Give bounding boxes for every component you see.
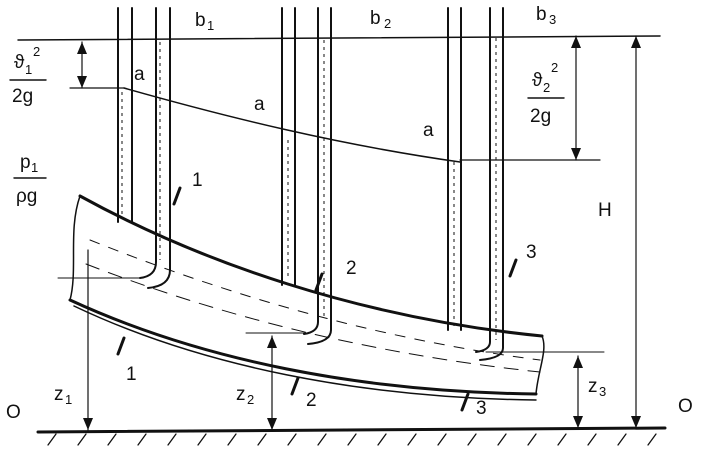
datum-line: [36, 426, 667, 446]
liquid-columns: [121, 38, 497, 340]
label-b2: b: [370, 8, 381, 29]
label-section-1-bottom: 1: [126, 364, 137, 385]
pitot-tubes: [139, 7, 504, 361]
label-section-3-top: 3: [526, 242, 537, 263]
label-a1: a: [134, 64, 145, 85]
dimension-z2: [245, 332, 307, 431]
formula-p1-num-sub: 1: [31, 160, 38, 175]
label-z1: z: [54, 384, 64, 405]
energy-line: [17, 35, 661, 41]
formula-v1-num-sub: 1: [25, 62, 32, 77]
formula-v2-num-sup: 2: [551, 60, 558, 75]
label-a2: a: [254, 94, 265, 115]
dimension-z1: [57, 249, 141, 431]
formula-p1-num: p: [20, 152, 31, 173]
label-section-1-top: 1: [192, 170, 203, 191]
label-z2: z: [236, 384, 246, 405]
label-datum-right: O: [678, 396, 693, 417]
label-section-3-bottom: 3: [476, 398, 487, 419]
formula-p1-rhog: p 1 ρg: [13, 152, 47, 207]
label-b3: b: [536, 4, 547, 25]
formula-v2-num-sub: 2: [543, 80, 550, 95]
dimension-v2: [571, 35, 581, 161]
label-z1-sub: 1: [65, 392, 72, 407]
label-z3-sub: 3: [599, 384, 606, 399]
label-b1-sub: 1: [207, 18, 214, 33]
formula-v2-den: 2g: [530, 106, 551, 127]
label-b2-sub: 2: [384, 16, 391, 31]
label-datum-left: O: [6, 402, 21, 423]
label-z3: z: [588, 376, 598, 397]
formula-v2-num: ϑ: [532, 70, 543, 91]
pipe: [68, 194, 545, 401]
piezometric-line: [123, 87, 461, 163]
piezometer-tubes: [117, 7, 462, 331]
dimension-v1: [69, 41, 125, 89]
label-b3-sub: 3: [549, 12, 556, 27]
dimension-z3: [485, 351, 605, 429]
label-section-2-top: 2: [346, 258, 357, 279]
section-marks: [116, 186, 518, 412]
label-H: H: [598, 200, 612, 221]
label-z2-sub: 2: [247, 392, 254, 407]
formula-v1-num-sup: 2: [33, 44, 40, 59]
formula-v2-2g: ϑ 2 2 2g: [527, 60, 565, 127]
formula-v1-den: 2g: [12, 86, 33, 107]
formula-v1-2g: ϑ 1 2 2g: [9, 44, 47, 107]
label-section-2-bottom: 2: [306, 390, 317, 411]
dimension-H: [631, 35, 641, 429]
label-a3: a: [423, 120, 434, 141]
label-b1: b: [195, 10, 206, 31]
formula-p1-den: ρg: [16, 186, 37, 207]
formula-v1-num: ϑ: [14, 52, 25, 73]
